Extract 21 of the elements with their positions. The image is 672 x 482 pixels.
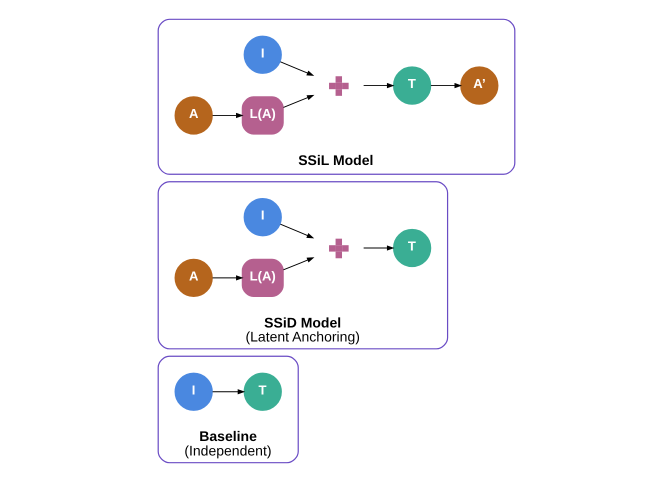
- node-circle: I: [174, 372, 212, 411]
- arrow: [279, 61, 314, 76]
- node-circle: T: [392, 66, 431, 105]
- node-circle: A: [174, 258, 212, 298]
- arrow: [362, 82, 394, 88]
- node-circle: I: [243, 36, 282, 74]
- arrow: [212, 275, 244, 280]
- arrow: [282, 94, 314, 108]
- arrow: [212, 112, 244, 118]
- node-circle: T: [243, 372, 282, 411]
- arrow: [282, 257, 314, 270]
- arrow: [212, 389, 245, 394]
- node-box: L(A): [241, 96, 284, 135]
- arrow: [279, 224, 314, 238]
- node-circle: T: [392, 228, 431, 268]
- arrow: [430, 82, 462, 88]
- node-circle: A: [174, 96, 212, 135]
- arrow: [362, 245, 394, 251]
- node-circle: I: [243, 198, 282, 236]
- node-box: L(A): [241, 258, 284, 298]
- node-circle: A’: [460, 66, 498, 105]
